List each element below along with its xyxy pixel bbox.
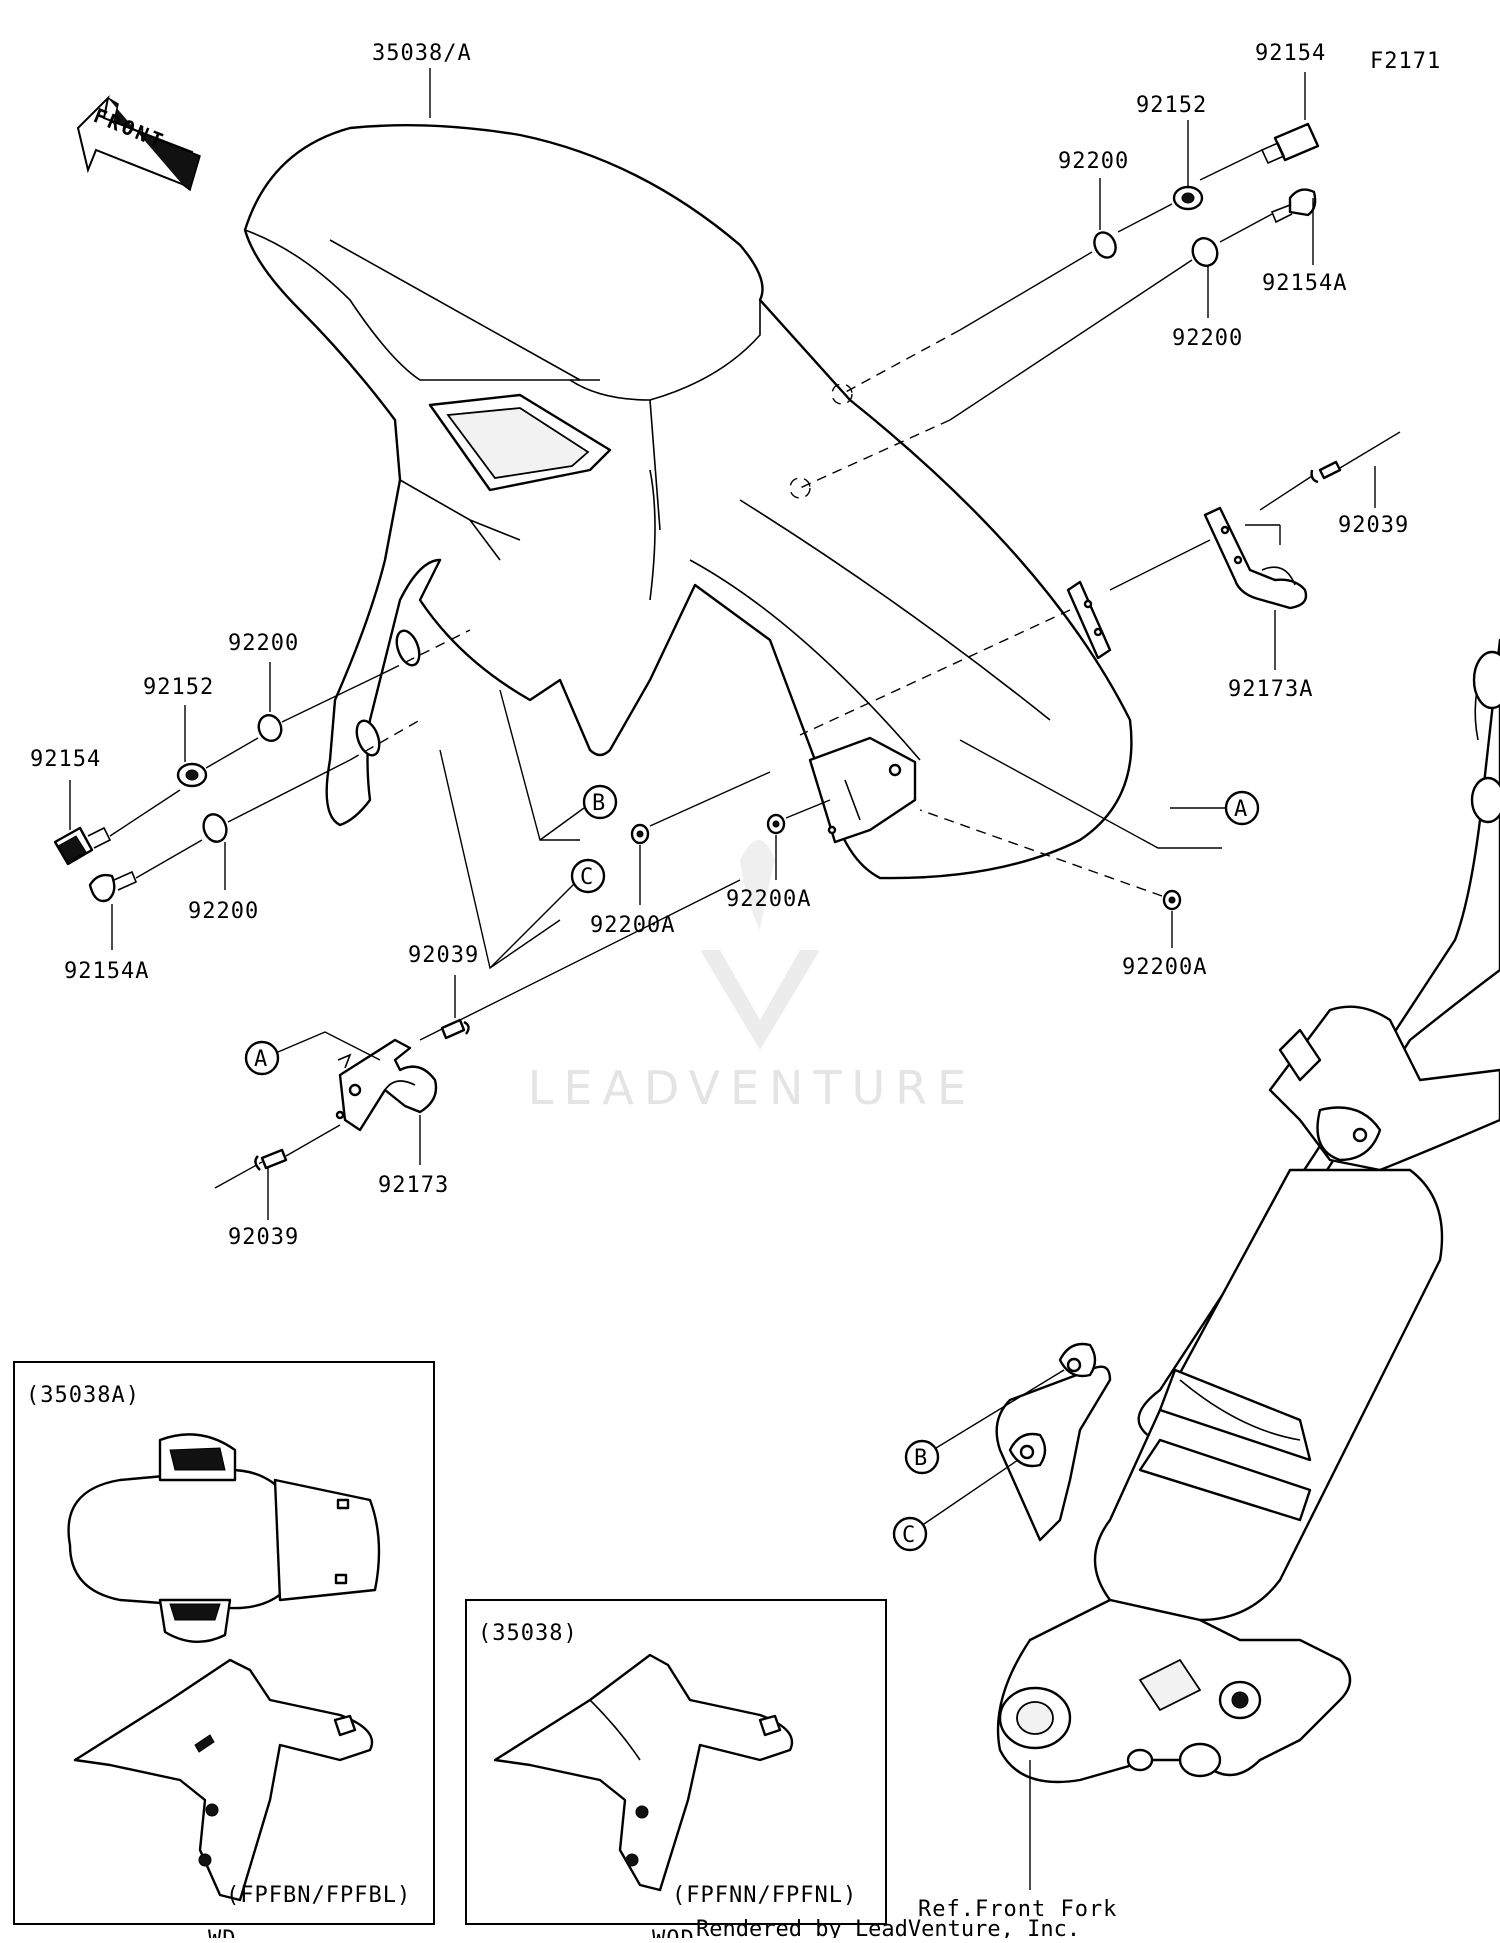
diagram-id: F2171 — [1370, 49, 1441, 74]
callout-a-left-letter: A — [254, 1047, 268, 1072]
label-washer-a-3: 92200A — [1122, 955, 1207, 980]
inset-b-title: (35038) — [478, 1621, 578, 1646]
watermark-text: LEADVENTURE — [528, 1061, 977, 1115]
left-clamp-hardware — [214, 879, 741, 1220]
label-oring-top-1: 92200 — [1058, 149, 1129, 174]
callout-c-center-letter: C — [580, 865, 594, 890]
callout-b-center-letter: B — [592, 791, 606, 816]
front-fork — [892, 638, 1500, 1890]
callout-a-right: A — [959, 739, 1260, 849]
callout-b-fork-letter: B — [914, 1446, 928, 1471]
label-rivet-left-top: 92039 — [408, 943, 479, 968]
label-collar-top: 92152 — [1136, 93, 1207, 118]
washers-92200a — [630, 771, 1182, 948]
inset-b-caption: WOD — [652, 1927, 695, 1938]
label-screw-a-top: 92154A — [1262, 271, 1347, 296]
label-rivet-left-bottom: 92039 — [228, 1225, 299, 1250]
label-clamp-right: 92173A — [1228, 677, 1313, 702]
front-fender — [243, 124, 1133, 880]
callout-b-center: B — [499, 689, 618, 841]
label-rivet-right: 92039 — [1338, 513, 1409, 538]
leadventure-watermark: LEADVENTURE — [528, 840, 977, 1115]
inset-a-caption: WD — [208, 1927, 237, 1938]
inset-35038 — [465, 1599, 887, 1925]
footer-credit: Rendered by LeadVenture, Inc. — [696, 1917, 1080, 1938]
top-hardware — [799, 72, 1320, 489]
left-hardware — [53, 629, 471, 950]
label-oring-top-2: 92200 — [1172, 326, 1243, 351]
inset-a-variant: (FPFBN/FPFBL) — [226, 1883, 411, 1908]
label-oring-left-1: 92200 — [228, 631, 299, 656]
callout-c-center: C — [439, 749, 606, 970]
label-washer-a-2: 92200A — [726, 887, 811, 912]
inset-a-title: (35038A) — [26, 1383, 140, 1408]
inset-b-variant: (FPFNN/FPFNL) — [672, 1883, 857, 1908]
callout-a-right-letter: A — [1234, 797, 1248, 822]
callout-c-fork-letter: C — [902, 1523, 916, 1548]
label-collar-left: 92152 — [143, 675, 214, 700]
label-screw-a-left: 92154A — [64, 959, 149, 984]
label-screw-top: 92154 — [1255, 41, 1326, 66]
label-screw-left: 92154 — [30, 747, 101, 772]
right-clamp-hardware — [799, 431, 1401, 736]
label-oring-left-2: 92200 — [188, 899, 259, 924]
label-fender: 35038/A — [372, 41, 472, 66]
inset-35038a — [13, 1361, 435, 1925]
label-clamp-left: 92173 — [378, 1173, 449, 1198]
label-ref-fork: Ref.Front Fork — [918, 1897, 1117, 1922]
front-direction-arrow: FRONT — [76, 94, 201, 192]
